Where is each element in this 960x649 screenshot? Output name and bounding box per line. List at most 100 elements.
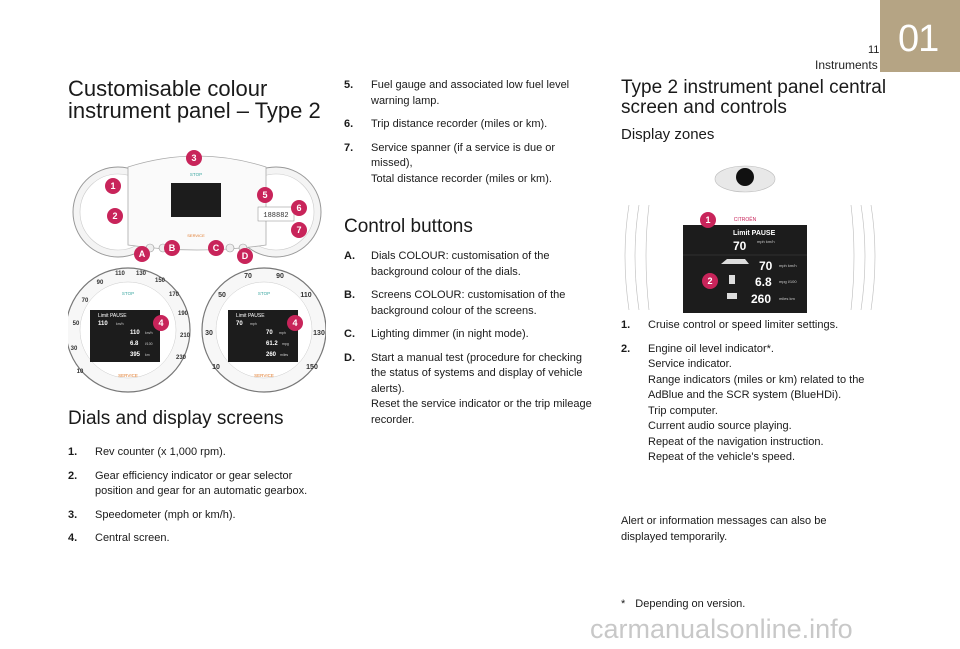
zones-list: 1.Cruise control or speed limiter settin…: [621, 318, 881, 474]
right-tick: 30: [205, 330, 213, 337]
central-screen-illustration: CITROËN Limit PAUSE 70 mph km/h 70 mph k…: [624, 165, 876, 313]
continued-list: 5.Fuel gauge and associated low fuel lev…: [344, 78, 594, 195]
right-screen-r1: 70: [266, 330, 273, 336]
main-title: Customisable colour instrument panel – T…: [68, 76, 321, 123]
callout-4-left: [153, 315, 169, 331]
control-list: A. Dials COLOUR: customisation of the bac…: [344, 249, 594, 436]
item-text: Engine oil level indicator*. Service ind…: [648, 342, 865, 464]
button-c-callout: [208, 240, 224, 256]
left-tick: 210: [180, 333, 191, 339]
item-number: 5.: [344, 79, 354, 91]
screen-callout-2-label: 2: [707, 276, 712, 286]
list-item: D.Start a manual test (procedure for che…: [344, 351, 594, 429]
button-b-callout: [164, 240, 180, 256]
chapter-number: 01: [898, 18, 939, 60]
range-icon: [727, 293, 737, 299]
screen-r2-unit: mpg l/100: [779, 279, 797, 284]
item-number: 3.: [68, 508, 78, 521]
left-tick: 130: [136, 271, 147, 277]
control-heading: Control buttons: [344, 216, 473, 237]
left-stop-label: STOP: [122, 291, 134, 296]
callout-4-right-label: 4: [292, 318, 297, 328]
right-screen-speed: 70: [236, 321, 243, 327]
button-a-label: A: [139, 249, 146, 259]
callout-6-label: 6: [296, 203, 301, 213]
right-screen-r3-unit: miles: [280, 353, 288, 357]
button-d-callout: [237, 248, 253, 264]
item-number: A.: [344, 250, 355, 262]
screen-r1: 70: [759, 259, 773, 273]
list-item: A. Dials COLOUR: customisation of the bac…: [344, 249, 594, 280]
callout-5-label: 5: [262, 190, 267, 200]
callout-3-label: 3: [191, 153, 196, 163]
right-screen-r3: 260: [266, 352, 277, 358]
dials-list: 1. Rev counter (x 1,000 rpm). 2.Gear effi…: [68, 445, 318, 555]
screen-r2: 6.8: [755, 275, 772, 289]
callout-7: [291, 222, 307, 238]
item-text: Dials COLOUR: customisation of the backg…: [371, 250, 550, 278]
list-item: 5.Fuel gauge and associated low fuel lev…: [344, 78, 594, 109]
button-c-label: C: [213, 243, 220, 253]
right-screen-unit: mph: [250, 322, 257, 326]
screen-r3: 260: [751, 292, 771, 306]
left-screen-r1: 110: [130, 330, 140, 336]
callout-3: [186, 150, 202, 166]
item-text: Central screen.: [95, 532, 170, 544]
left-screen-unit: km/h: [116, 322, 124, 326]
left-tick: 30: [71, 346, 78, 352]
screen-panel: [683, 225, 807, 313]
right-tick: 10: [212, 364, 220, 371]
right-dial: Limit PAUSE 70 mph 70 mph 61.2 mpg 260 m…: [201, 267, 326, 393]
brand-label: CITROËN: [734, 216, 757, 223]
odometer: 188882: [263, 212, 288, 220]
left-dial: Limit PAUSE 110 km/h 110 km/h 6.8 l/100 …: [68, 267, 191, 393]
left-screen-r2: 6.8: [130, 341, 139, 347]
right-screen-r2: 61.2: [266, 341, 278, 347]
screen-r1-unit: mph km/h: [779, 263, 797, 268]
right-tick: 90: [276, 273, 284, 280]
list-item: 4.Central screen.: [68, 531, 318, 547]
left-screen-speed: 110: [98, 321, 108, 327]
screen-title: Limit PAUSE: [733, 230, 776, 237]
item-text: Gear efficiency indicator or gear select…: [95, 469, 308, 498]
left-screen-r3: 395: [130, 352, 141, 358]
left-tick: 10: [77, 369, 84, 375]
right-screen-r1-unit: mph: [279, 331, 286, 335]
left-service-label: SERVICE: [118, 373, 138, 378]
left-tick: 110: [115, 271, 125, 277]
callout-4-right: [287, 315, 303, 331]
item-number: C.: [344, 328, 355, 340]
right-service-label: SERVICE: [254, 373, 274, 378]
item-number: 7.: [344, 141, 354, 154]
section-title: Instruments: [815, 58, 878, 72]
right-tick: 110: [300, 292, 311, 299]
item-number: 1.: [68, 446, 78, 458]
right-stop-label: STOP: [258, 291, 270, 296]
right-tick: 130: [313, 330, 325, 337]
left-screen-title: Limit PAUSE: [98, 313, 127, 319]
display-zones-heading: Display zones: [621, 126, 715, 143]
item-text: Rev counter (x 1,000 rpm).: [95, 446, 226, 458]
item-number: B.: [344, 289, 355, 301]
callout-6: [291, 200, 307, 216]
item-number: 1.: [621, 319, 631, 331]
list-item: 2.Gear efficiency indicator or gear sele…: [68, 469, 318, 500]
item-text: Lighting dimmer (in night mode).: [371, 328, 529, 340]
item-text: Screens COLOUR: customisation of the bac…: [371, 289, 566, 317]
screen-speed: 70: [733, 239, 747, 253]
list-item: 3.Speedometer (mph or km/h).: [68, 508, 318, 524]
type2-heading: Type 2 instrument panel central screen a…: [621, 77, 887, 118]
left-screen-r3-unit: km: [145, 353, 150, 357]
top-stop-label: STOP: [190, 172, 202, 177]
alert-note: Alert or information messages can also b…: [621, 515, 827, 543]
watermark: carmanualsonline.info: [590, 614, 853, 644]
footnote: *Depending on version.: [621, 598, 745, 610]
left-screen-r2-unit: l/100: [145, 342, 153, 346]
dials-heading: Dials and display screens: [68, 408, 284, 429]
left-tick: 170: [169, 292, 180, 298]
right-screen-title: Limit PAUSE: [236, 313, 265, 319]
left-tick: 190: [178, 311, 189, 317]
screen-r3-unit: miles km: [779, 296, 795, 301]
dashboard-illustration: STOP SERVICE 188882 1 2 3 5 6 7 A B C D …: [68, 150, 326, 393]
list-item: 1. Rev counter (x 1,000 rpm).: [68, 445, 318, 461]
